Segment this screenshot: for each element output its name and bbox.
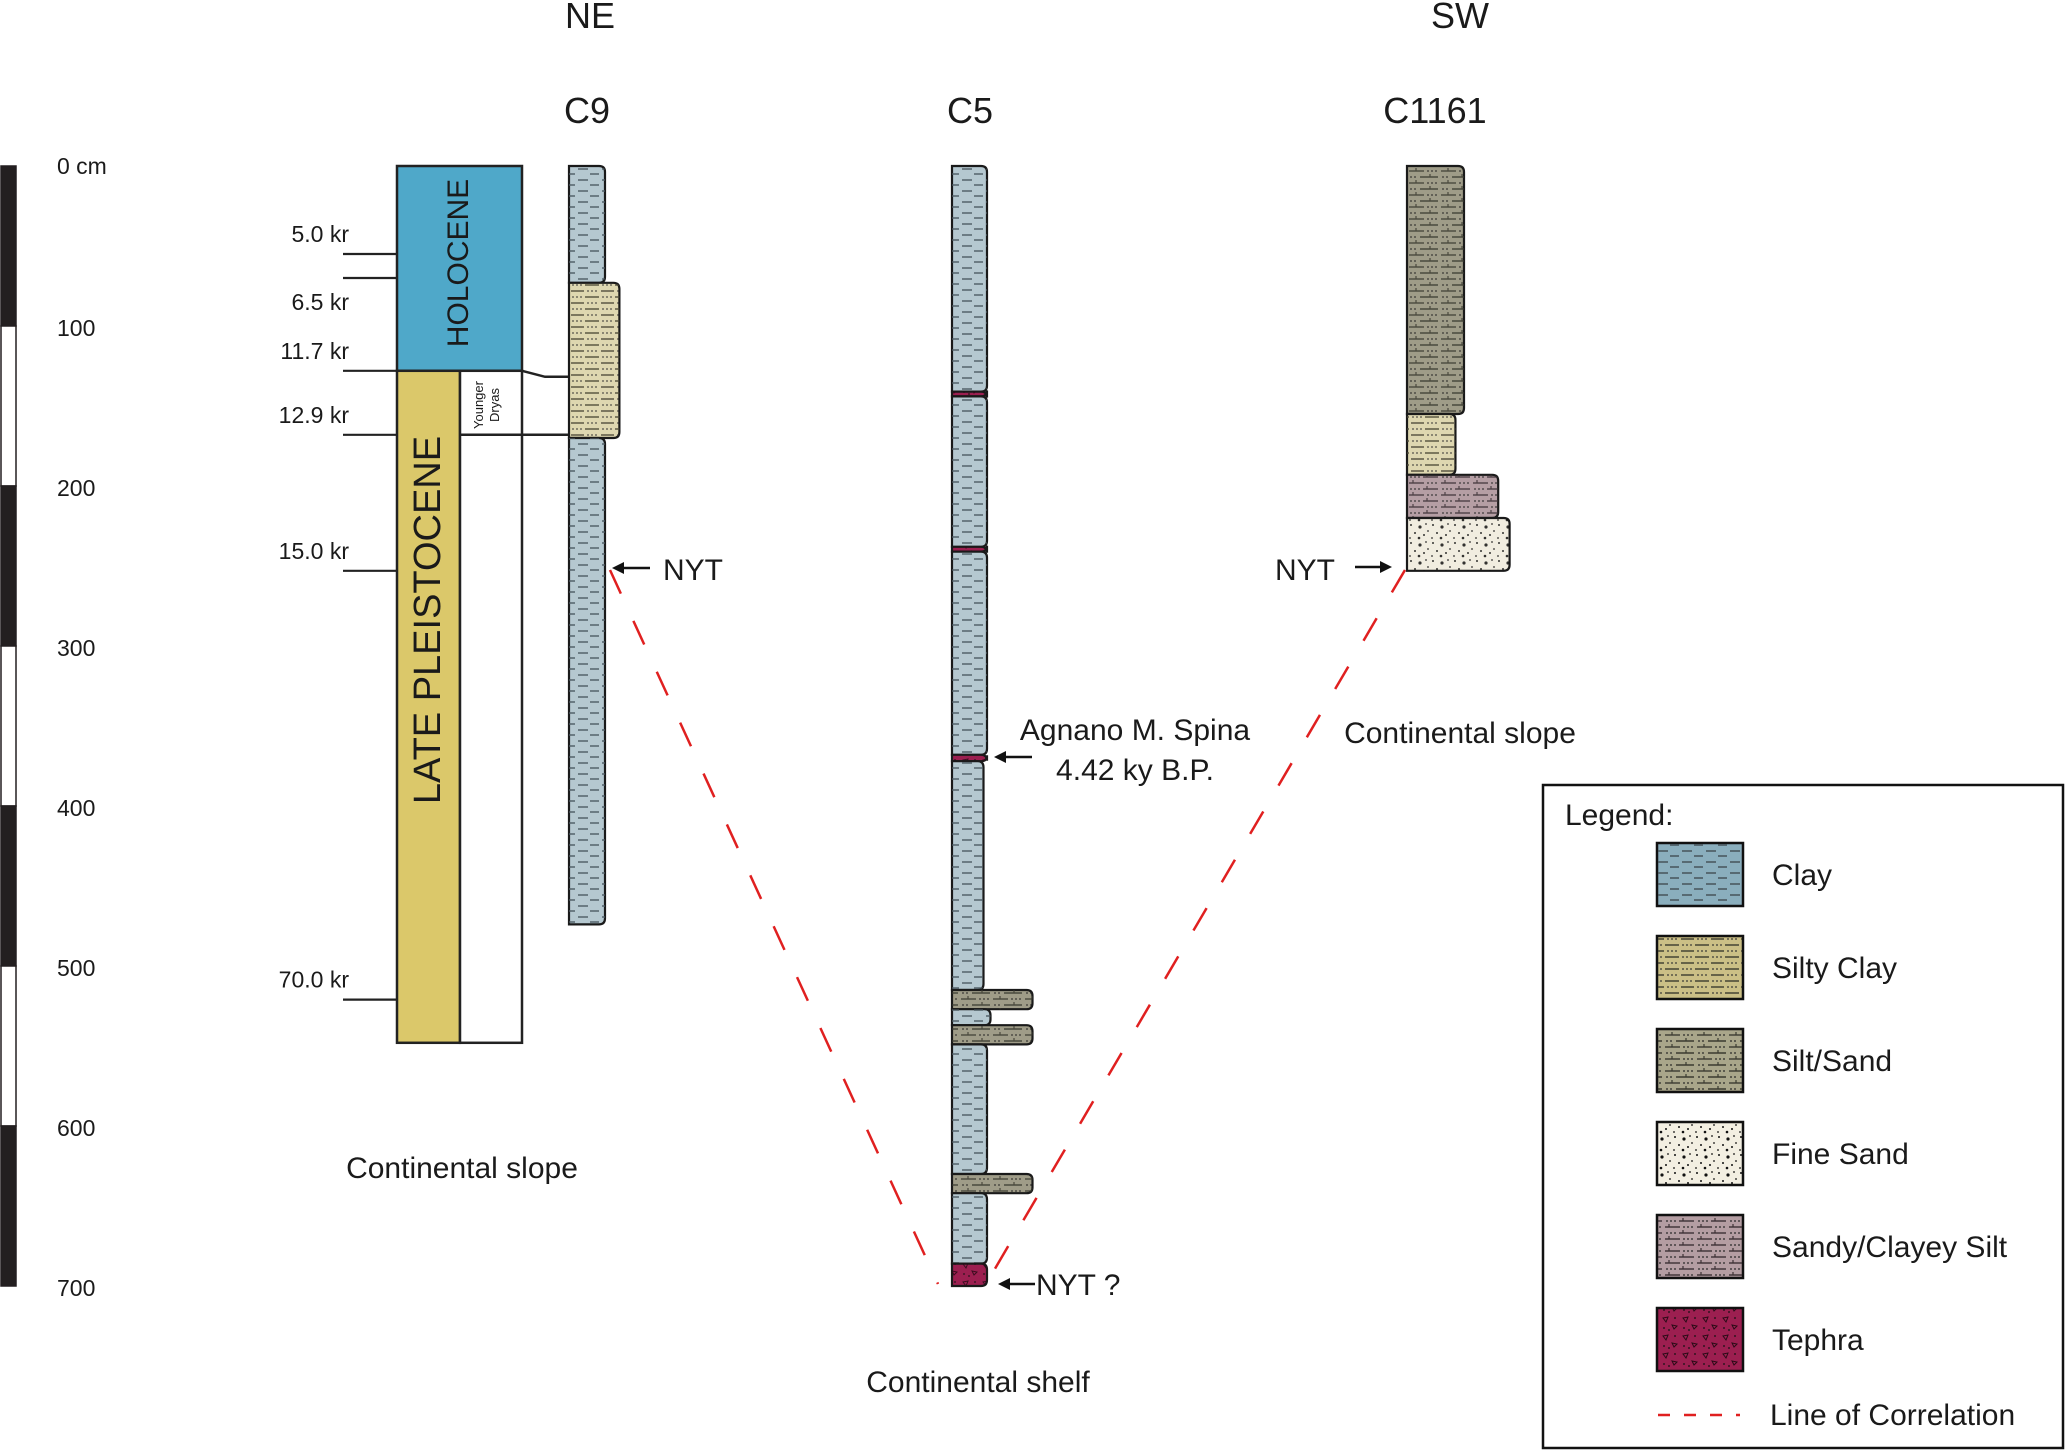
arrow-right-icon: [1380, 561, 1392, 573]
setting-label-c5: Continental shelf: [866, 1366, 1090, 1399]
scale-label-0: 0 cm: [57, 153, 107, 179]
epoch-label-holocene: HOLOCENE: [442, 179, 475, 347]
scale-tick-label: 700: [57, 1275, 95, 1301]
age-label: 70.0 kr: [279, 967, 350, 993]
epoch-label-late-pleistocene: LATE PLEISTOCENE: [407, 436, 449, 804]
core-title-c1161: C1161: [1383, 90, 1486, 131]
nyt-question-marker-c5: NYT ?: [998, 1269, 1120, 1302]
scale-tick-label: 100: [57, 315, 95, 341]
core-c9-log: [567, 164, 621, 926]
scale-tick-label: 600: [57, 1115, 95, 1141]
connector-line: [521, 369, 568, 379]
legend-title: Legend:: [1565, 799, 1673, 832]
scale-tick-label: 300: [57, 635, 95, 661]
arrow-left-icon: [612, 562, 624, 574]
core-title-c9: C9: [564, 90, 610, 131]
age-label: 12.9 kr: [279, 402, 350, 428]
scale-segment: [0, 325, 17, 487]
age-label: 15.0 kr: [279, 538, 350, 564]
svg-text:4.42 ky B.P.: 4.42 ky B.P.: [1056, 754, 1214, 787]
setting-label-c1161: Continental slope: [1344, 717, 1576, 750]
setting-label-c9: Continental slope: [346, 1152, 578, 1185]
core-c1161-log: [1405, 164, 1511, 572]
correlation-line-c1161-c5: [984, 569, 1407, 1285]
scale-tick-label: 500: [57, 955, 95, 981]
epoch-block: [395, 369, 462, 1045]
arrow-left-icon: [998, 1278, 1010, 1290]
chronology-column: [395, 164, 568, 1045]
legend-label: Silt/Sand: [1772, 1045, 1892, 1078]
scale-segment: [0, 485, 17, 647]
age-label: 6.5 kr: [291, 289, 349, 315]
nyt-marker-c1161: NYT: [1275, 554, 1392, 587]
legend-label: Clay: [1772, 859, 1832, 892]
legend-label: Silty Clay: [1772, 952, 1897, 985]
agnano-marker-c5: Agnano M. Spina 4.42 ky B.P.: [994, 714, 1250, 787]
epoch-block: [395, 164, 524, 373]
correlation-line-c9-c5: [608, 569, 940, 1285]
legend-box: [1541, 783, 2065, 1450]
svg-text:Agnano M. Spina: Agnano M. Spina: [1020, 714, 1250, 747]
depth-scale-bar: [0, 165, 17, 1287]
direction-sw-label: SW: [1431, 0, 1489, 36]
direction-ne-label: NE: [565, 0, 615, 36]
svg-text:NYT: NYT: [663, 554, 723, 587]
arrow-left-icon: [994, 751, 1006, 763]
depth-scale-ticks: 100 200 300 400 500 600 700: [57, 315, 95, 1301]
legend-label: Sandy/Clayey Silt: [1772, 1231, 2008, 1264]
svg-text:NYT ?: NYT ?: [1036, 1269, 1120, 1302]
svg-text:NYT: NYT: [1275, 554, 1335, 587]
nyt-marker-c9: NYT: [612, 554, 723, 587]
age-markers: 5.0 kr 6.5 kr 11.7 kr 12.9 kr 15.0 kr 70.0 kr: [279, 221, 397, 1001]
scale-segment: [0, 1125, 17, 1287]
younger-dryas-label-1: Younger: [471, 380, 486, 429]
age-label: 11.7 kr: [280, 338, 349, 364]
core-title-c5: C5: [947, 90, 993, 131]
legend-label: Fine Sand: [1772, 1138, 1909, 1171]
legend-label: Tephra: [1772, 1324, 1864, 1357]
scale-segment: [0, 165, 17, 327]
younger-dryas-label-2: Dryas: [487, 388, 502, 422]
age-label: 5.0 kr: [291, 221, 349, 247]
scale-segment: [0, 965, 17, 1127]
scale-tick-label: 400: [57, 795, 95, 821]
substage-column: [458, 369, 524, 1045]
scale-segment: [0, 645, 17, 807]
scale-segment: [0, 805, 17, 967]
legend-correlation-line-label: Line of Correlation: [1770, 1399, 2015, 1432]
core-c5-log: [950, 164, 1034, 1288]
scale-tick-label: 200: [57, 475, 95, 501]
